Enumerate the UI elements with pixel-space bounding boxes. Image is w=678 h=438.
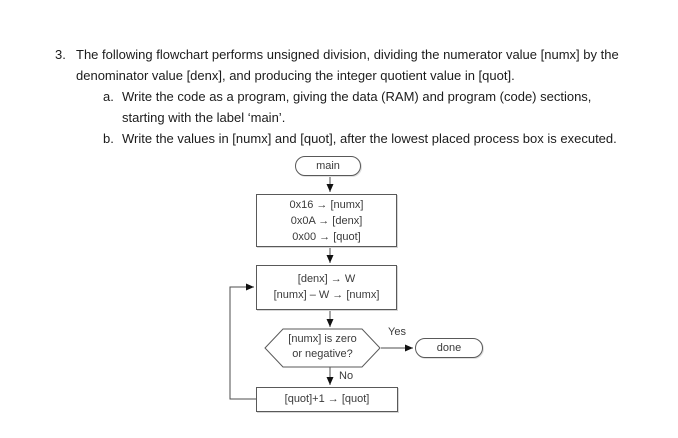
subtract-line-w: [denx] → W <box>297 273 356 285</box>
arrow-loop-back <box>229 283 256 400</box>
subtract-process-box: [denx] → W [numx] – W → [numx] <box>256 265 397 310</box>
done-terminal-label: done <box>436 342 462 354</box>
decision-line2: or negative? <box>292 348 353 360</box>
init-line-numx: 0x16 → [numx] <box>289 199 364 211</box>
subtract-line-numx: [numx] – W → [numx] <box>273 289 380 301</box>
problem-number: 3. <box>55 47 66 62</box>
decision-line1: [numx] is zero <box>288 333 357 345</box>
problem-text-line1: The following flowchart performs unsigne… <box>76 47 619 62</box>
problem-text-line2: denominator value [denx], and producing … <box>76 68 515 83</box>
decision-text: [numx] is zero or negative? <box>266 332 379 362</box>
item-a-line2: starting with the label ‘main’. <box>122 110 286 125</box>
item-a-line1: Write the code as a program, giving the … <box>122 89 592 104</box>
done-terminal: done <box>415 338 483 358</box>
yes-branch-label: Yes <box>388 326 406 338</box>
no-branch-label: No <box>339 370 354 382</box>
init-line-denx: 0x0A → [denx] <box>290 215 363 227</box>
item-a-label: a. <box>103 89 114 104</box>
init-process-box: 0x16 → [numx] 0x0A → [denx] 0x00 → [quot… <box>256 194 397 247</box>
increment-label: [quot]+1 → [quot] <box>284 393 370 405</box>
item-b-line1: Write the values in [numx] and [quot], a… <box>122 131 617 146</box>
start-terminal-label: main <box>316 160 340 172</box>
item-b-label: b. <box>103 131 114 146</box>
init-line-quot: 0x00 → [quot] <box>292 231 361 243</box>
increment-process-box: [quot]+1 → [quot] <box>256 387 398 412</box>
start-terminal: main <box>295 156 361 176</box>
